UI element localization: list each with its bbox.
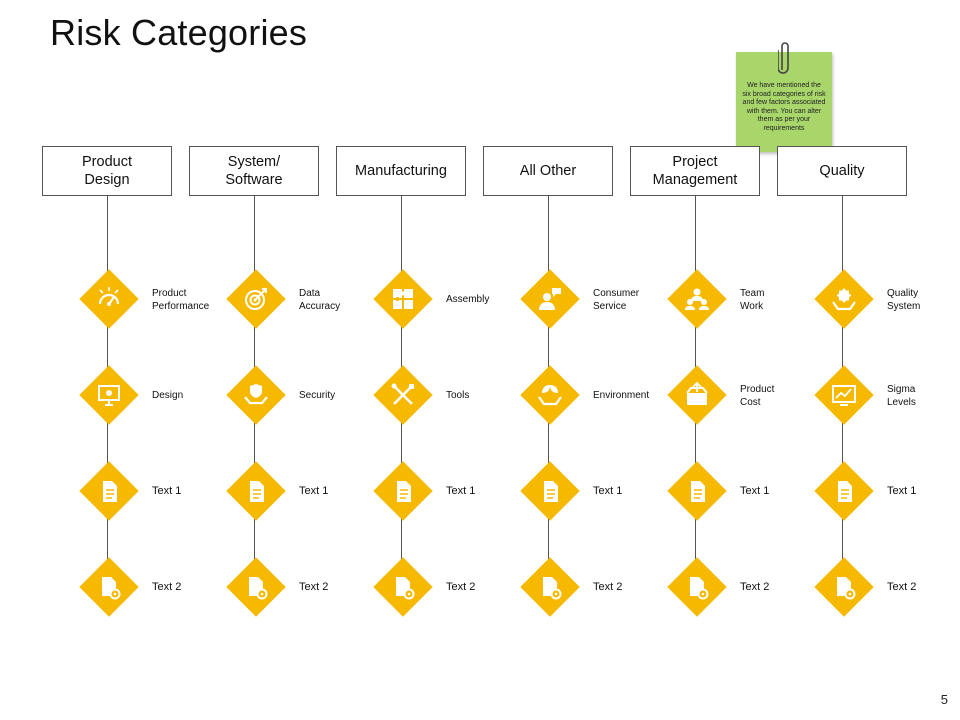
risk-node [520,557,580,617]
risk-item-label: Design [152,390,184,401]
document-gear-icon [249,577,268,600]
document-icon [838,481,852,502]
risk-item-label: Text 2 [299,581,329,593]
risk-node [79,557,139,617]
sticky-note: We have mentioned the six broad categori… [736,52,832,152]
risk-node [226,269,286,329]
risk-item-label: Sigma Levels [887,384,916,408]
risk-item-label: Consumer Service [593,288,640,312]
risk-item-label: Text 1 [446,485,476,497]
risk-node [373,365,433,425]
page-number: 5 [940,692,948,707]
risk-node [667,461,727,521]
document-gear-icon [837,577,856,600]
risk-node [520,269,580,329]
risk-node [814,269,874,329]
risk-node [667,269,727,329]
risk-node [814,365,874,425]
risk-item-label: Text 2 [152,581,182,593]
document-gear-icon [543,577,562,600]
category-header: System/ Software [189,146,319,196]
tools-icon [391,383,414,405]
risk-item-label: Assembly [446,294,490,305]
risk-item-label: Text 1 [593,485,623,497]
risk-item-label: Tools [446,390,470,401]
risk-item-label: Security [299,390,336,401]
gauge-icon [98,287,120,306]
document-icon [544,481,558,502]
risk-node [79,269,139,329]
paperclip-icon [778,42,789,74]
risk-item-label: Text 2 [593,581,623,593]
monitor-icon [98,385,120,406]
risk-item-label: Text 1 [887,485,917,497]
risk-node [373,269,433,329]
risk-item-label: Text 1 [152,485,182,497]
category-header: All Other [483,146,613,196]
category-header: Quality [777,146,907,196]
risk-node [226,461,286,521]
document-gear-icon [396,577,415,600]
risk-node [667,557,727,617]
chart-monitor-icon [832,385,856,406]
risk-item-label: Text 2 [740,581,770,593]
risk-item-label: Text 1 [740,485,770,497]
risk-node [226,365,286,425]
risk-item-label: Text 1 [299,485,329,497]
risk-node [814,557,874,617]
team-icon [685,288,709,310]
risk-node [814,461,874,521]
document-icon [691,481,705,502]
risk-node [226,557,286,617]
risk-node [520,461,580,521]
category-header: Project Management [630,146,760,196]
document-icon [250,481,264,502]
puzzle-icon [393,289,413,309]
risk-node [79,461,139,521]
risk-node [373,461,433,521]
category-header: Product Design [42,146,172,196]
risk-node [520,365,580,425]
risk-node [667,365,727,425]
page-title: Risk Categories [50,12,308,53]
risk-item-label: Data Accuracy [299,288,341,312]
risk-node [373,557,433,617]
risk-item-label: Product Cost [740,384,775,408]
risk-node [79,365,139,425]
document-icon [103,481,117,502]
risk-item-label: Environment [593,390,650,401]
target-icon [245,288,267,310]
box-icon [686,381,708,405]
quality-hand-icon [832,288,856,311]
risk-item-label: Product Performance [152,288,210,312]
shield-hand-icon [244,384,268,405]
risk-item-label: Team Work [740,288,765,312]
risk-item-label: Text 2 [887,581,917,593]
document-icon [397,481,411,502]
category-header: Manufacturing [336,146,466,196]
risk-item-label: Text 2 [446,581,476,593]
document-gear-icon [690,577,709,600]
customer-chat-icon [539,288,561,310]
document-gear-icon [102,577,121,600]
leaf-hand-icon [538,385,562,406]
risk-item-label: Quality System [887,288,921,312]
note-text: We have mentioned the six broad categori… [742,82,826,132]
